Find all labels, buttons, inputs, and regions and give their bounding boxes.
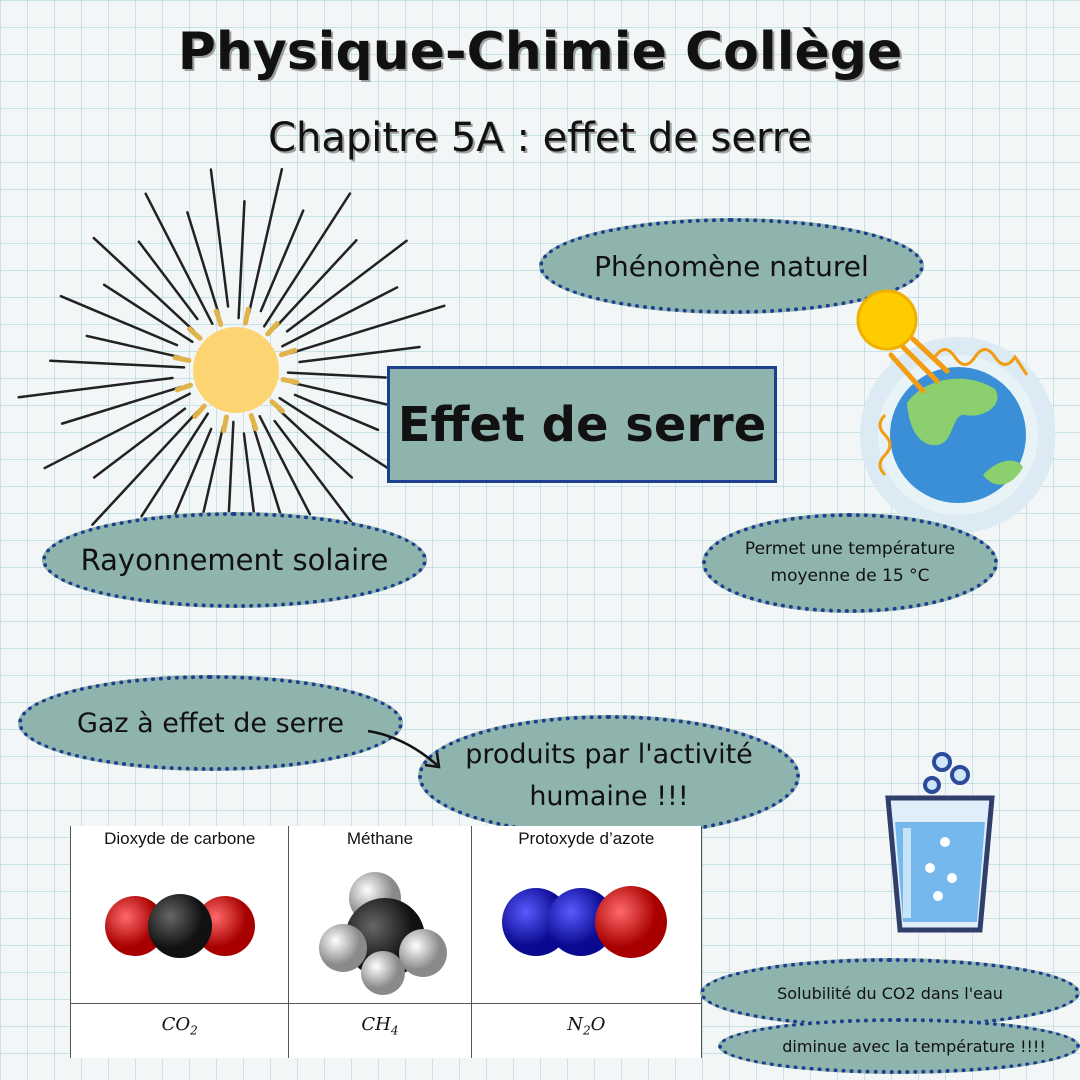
sun-rays-icon (17, 167, 446, 550)
page-subtitle: Chapitre 5A : effet de serre (268, 115, 812, 161)
water-glass-icon (885, 752, 995, 933)
page-title: Physique-Chimie Collège (177, 22, 903, 82)
bubble-label: Phénomène naturel (594, 249, 869, 283)
bubble-decrease-with-temperature: diminue avec la température !!!! (718, 1018, 1080, 1074)
n2o-molecule-icon (502, 886, 668, 958)
header-ch4: Méthane (288, 826, 472, 852)
bubble-greenhouse-gas: Gaz à effet de serre (18, 675, 403, 771)
formula-co2: CO2 (69, 1003, 290, 1058)
bubble-average-temperature: Permet une température moyenne de 15 °C (702, 513, 998, 613)
bubble-label: diminue avec la température !!!! (782, 1036, 1046, 1056)
bubble-label: Gaz à effet de serre (76, 707, 345, 739)
arrow-icon (367, 729, 441, 769)
bubble-line-1: produits par l'activité (465, 739, 753, 771)
bubble-natural-phenomenon: Phénomène naturel (539, 218, 924, 314)
formula-n2o: N2O (470, 1003, 703, 1058)
central-topic-box: Effet de serre (387, 366, 777, 483)
header-n2o: Protoxyde d’azote (470, 826, 703, 852)
bubble-label: Rayonnement solaire (80, 543, 389, 577)
bubble-solar-radiation: Rayonnement solaire (42, 512, 427, 608)
co2-molecule-icon (104, 894, 255, 958)
bubble-human-activity: produits par l'activité humaine !!! (418, 715, 800, 837)
bubble-line-2: moyenne de 15 °C (770, 566, 930, 586)
earth-sun-icon (856, 289, 1055, 533)
header-co2: Dioxyde de carbone (69, 826, 290, 852)
ch4-molecule-icon (318, 872, 447, 995)
bubble-label: Solubilité du CO2 dans l'eau (777, 983, 1003, 1003)
bubble-line-2: humaine !!! (529, 781, 689, 812)
bubble-line-1: Permet une température (744, 538, 956, 559)
molecule-table: Dioxyde de carbone Méthane Protoxyde d’a… (69, 826, 703, 1058)
formula-ch4: CH4 (288, 1003, 472, 1058)
